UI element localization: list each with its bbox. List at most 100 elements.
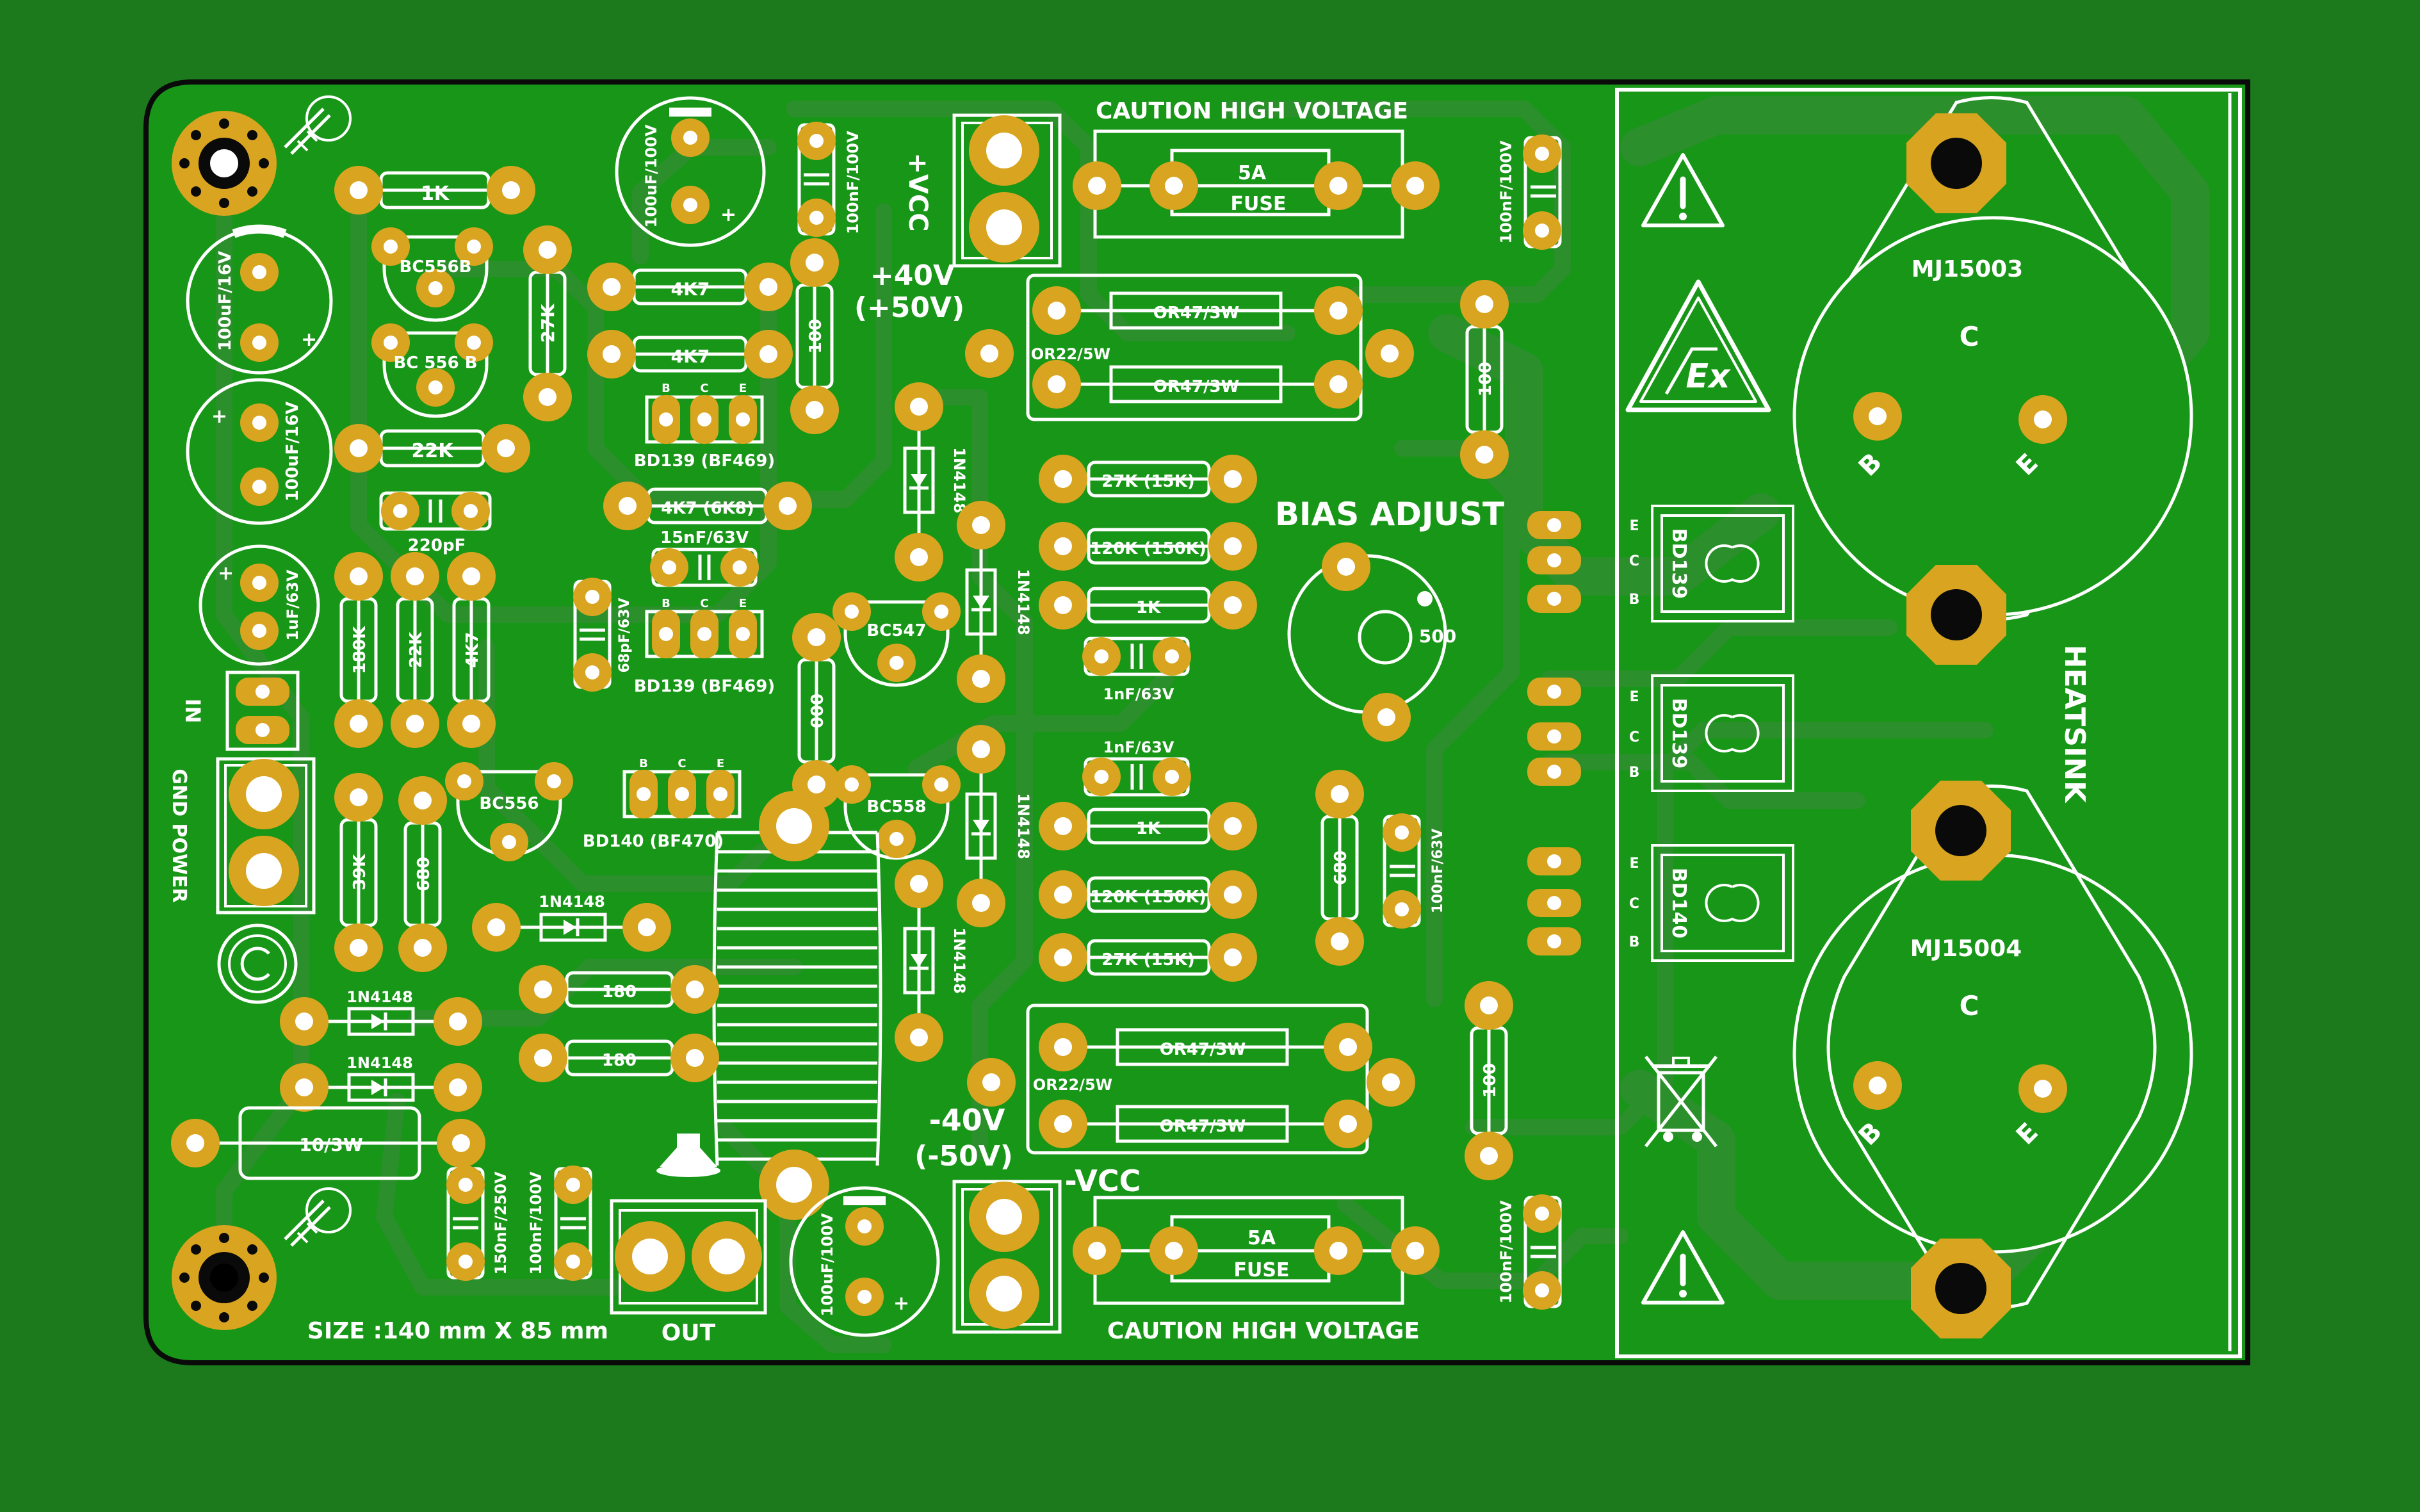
fuse-bottom: 5A FUSE CAUTION HIGH VOLTAGE bbox=[1073, 1196, 1440, 1344]
label-r-680-a: 680 bbox=[414, 857, 434, 891]
label-r-22k-b: 22K bbox=[407, 631, 426, 668]
label-c-150nf-250v: 150nF/250V bbox=[492, 1171, 510, 1274]
transistor-bd140-heat: E C B BD140 bbox=[1527, 844, 1794, 962]
svg-text:+: + bbox=[211, 405, 227, 428]
resistor-180-b: 180 bbox=[519, 1034, 719, 1082]
svg-text:B: B bbox=[1629, 592, 1640, 608]
label-r-10-3w: 10/3W bbox=[299, 1134, 363, 1155]
label-q-bd139-top: BD139 (BF469) bbox=[634, 451, 775, 471]
diode-1n4148-g: 1N4148 bbox=[280, 1054, 482, 1112]
svg-text:C: C bbox=[1960, 990, 1979, 1021]
label-r-100-right-bot: 100 bbox=[1481, 1063, 1500, 1098]
resistor-4k7-1: 4K7 bbox=[587, 263, 793, 311]
label-q-mj15003: MJ15003 bbox=[1912, 256, 2023, 282]
diode-1n4148-b: 1N4148 bbox=[957, 501, 1032, 703]
capacitor-100uf-16v-a: + 100uF/16V bbox=[186, 224, 333, 375]
mount-hole-top bbox=[172, 111, 277, 216]
svg-text:C: C bbox=[700, 382, 708, 395]
label-c-100nf-100v-top: 100nF/100V bbox=[844, 131, 862, 234]
label-q-bd140-heat: BD140 bbox=[1668, 868, 1690, 938]
capacitor-1nf-63v-top: 1nF/63V bbox=[1082, 637, 1191, 703]
label-c-1uf-63v: 1uF/63V bbox=[284, 569, 302, 640]
diode-1n4148-f: 1N4148 bbox=[280, 988, 482, 1046]
heatsink-area: HEATSINK Ex MJ15003 C B bbox=[1527, 88, 2242, 1358]
label-caution-top: CAUTION HIGH VOLTAGE bbox=[1096, 98, 1408, 124]
label-q-bd139-mid: BD139 (BF469) bbox=[634, 677, 775, 696]
resistor-100-right-top: 100 bbox=[1460, 280, 1509, 479]
label-in: IN bbox=[181, 699, 205, 724]
transistor-bd139-mid: B C E BD139 (BF469) bbox=[634, 597, 775, 696]
capacitor-100uf-100v-top: + 100uF/100V bbox=[615, 96, 766, 247]
diode-1n4148-e: 1N4148 bbox=[472, 893, 671, 952]
label-vcc-neg-alt: (-50V) bbox=[914, 1140, 1013, 1173]
label-caution-bottom: CAUTION HIGH VOLTAGE bbox=[1107, 1318, 1420, 1344]
resistor-000: 000 bbox=[792, 613, 841, 809]
transistor-mj15003: MJ15003 C B E bbox=[1792, 96, 2193, 665]
label-q-bc558: BC558 bbox=[866, 797, 926, 817]
connector-vcc-negative: -40V (-50V) -VCC bbox=[914, 1103, 1141, 1334]
label-size: SIZE :140 mm X 85 mm bbox=[307, 1318, 608, 1344]
resistor-22k-a: 22K bbox=[334, 424, 530, 473]
capacitor-100uf-16v-b: + 100uF/16V bbox=[186, 378, 333, 525]
label-fuse-bot: FUSE bbox=[1234, 1259, 1290, 1281]
resistor-27k: 27K bbox=[523, 225, 572, 421]
label-q-mj15004: MJ15004 bbox=[1910, 936, 2022, 962]
label-c-100nf-100v-right-bot: 100nF/100V bbox=[1497, 1200, 1515, 1303]
capacitor-100nf-100v-right-top: 100nF/100V bbox=[1497, 134, 1562, 250]
svg-text:E: E bbox=[739, 597, 747, 610]
resistor-1k-mid-bot: 1K bbox=[1039, 802, 1257, 850]
svg-text:+: + bbox=[720, 204, 736, 226]
connector-gnd-power: GND POWER bbox=[168, 757, 316, 915]
resistor-27k-15k-top: 27K (15K) bbox=[1039, 455, 1257, 503]
label-r-or22-top: OR22/5W bbox=[1031, 345, 1110, 363]
label-c-15nf-63v: 15nF/63V bbox=[660, 528, 749, 548]
svg-text:C: C bbox=[700, 597, 708, 610]
svg-text:C: C bbox=[1960, 321, 1979, 352]
label-d-1n4148-d: 1N4148 bbox=[950, 927, 968, 994]
label-r-100-top: 100 bbox=[806, 319, 825, 354]
label-c-100nf-100v-right-top: 100nF/100V bbox=[1497, 140, 1515, 243]
resistor-10-3w: 10/3W bbox=[171, 1106, 485, 1180]
transistor-bc558: BC558 bbox=[832, 765, 961, 860]
resistor-4k7-vertical: 4K7 bbox=[447, 552, 496, 748]
connector-out: OUT bbox=[610, 1134, 767, 1346]
label-q-bc556b-2: BC 556 B bbox=[393, 354, 477, 373]
label-q-bc547: BC547 bbox=[866, 621, 926, 640]
label-r-27k: 27K bbox=[537, 303, 558, 343]
diode-1n4148-d: 1N4148 bbox=[895, 859, 968, 1062]
svg-text:C: C bbox=[1629, 553, 1639, 569]
capacitor-1nf-63v-bot: 1nF/63V bbox=[1082, 738, 1191, 797]
label-d-1n4148-b: 1N4148 bbox=[1014, 569, 1032, 635]
label-d-1n4148-e: 1N4148 bbox=[539, 893, 605, 911]
speaker-icon bbox=[656, 1134, 720, 1177]
label-ex: Ex bbox=[1685, 357, 1731, 396]
label-r-100-right-top: 100 bbox=[1476, 362, 1495, 396]
resistor-680-b: 680 bbox=[1315, 770, 1364, 966]
label-c-100uf-16v-b: 100uF/16V bbox=[283, 402, 302, 501]
label-heatsink: HEATSINK bbox=[2058, 645, 2091, 804]
transistor-bd140-left: B C E BD140 (BF470) bbox=[583, 757, 742, 851]
label-q-bd140-left: BD140 (BF470) bbox=[583, 832, 724, 851]
copyright-icon bbox=[217, 923, 298, 1004]
capacitor-100nf-100v-bl: 100nF/100V bbox=[527, 1166, 592, 1281]
label-c-100uf-100v-top: 100uF/100V bbox=[642, 124, 660, 227]
label-r-120k-150k-top: 120K (150K) bbox=[1090, 539, 1206, 558]
label-vcc-neg: -VCC bbox=[1065, 1164, 1141, 1198]
label-r-180k: 180K bbox=[350, 626, 369, 674]
transistor-bd139-top: B C E BD139 (BF469) bbox=[634, 382, 775, 471]
resistor-180k: 180K bbox=[334, 552, 383, 748]
capacitor-100uf-100v-bot: + 100uF/100V bbox=[789, 1186, 940, 1337]
label-fuse-bot-rating: 5A bbox=[1247, 1227, 1276, 1249]
label-r-27k-15k-top: 27K (15K) bbox=[1101, 472, 1194, 491]
label-c-220pf: 220pF bbox=[408, 536, 466, 555]
weee-bin-icon bbox=[1644, 1055, 1718, 1148]
diode-1n4148-a: 1N4148 bbox=[895, 382, 968, 581]
resistor-block-top: OR47/3W OR47/3W OR22/5W bbox=[965, 273, 1414, 421]
label-r-39k: 39K bbox=[350, 854, 369, 890]
capacitor-150nf-250v: 150nF/250V bbox=[446, 1166, 510, 1281]
capacitor-100nf-100v-right-bot: 100nF/100V bbox=[1497, 1194, 1562, 1310]
label-r-680-b: 680 bbox=[1331, 850, 1351, 885]
label-r-4k7-6k8: 4K7 (6K8) bbox=[661, 499, 754, 518]
transistor-bc556b-1: BC556B bbox=[371, 227, 493, 322]
label-r-1k-mid-top: 1K bbox=[1136, 598, 1161, 617]
